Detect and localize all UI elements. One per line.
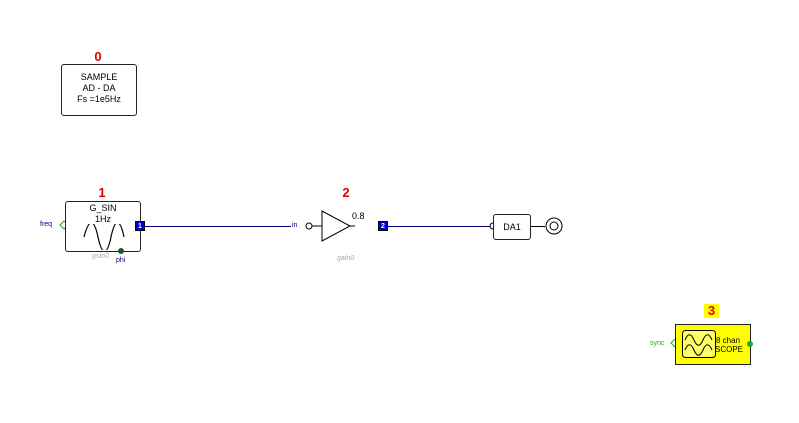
sample-line3: Fs =1e5Hz (77, 94, 121, 104)
sample-line2: AD - DA (82, 83, 116, 93)
da1-label: DA1 (503, 222, 521, 232)
scope-block[interactable]: 8 chan SCOPE (675, 324, 751, 365)
gsin-output-port[interactable]: 1 (135, 221, 145, 231)
scope-output-pin[interactable] (746, 340, 754, 348)
sample-block[interactable]: SAMPLE AD - DA Fs =1e5Hz (61, 64, 137, 116)
block-number-scope: 3 (704, 304, 719, 318)
gsin-line1: G_SIN (89, 203, 117, 213)
wire-gain-to-da[interactable] (388, 226, 492, 227)
sample-line1: SAMPLE (80, 72, 118, 82)
block-number-gain: 2 (342, 185, 350, 200)
gain-in-pin-label: in (292, 222, 298, 229)
scope-line2: SCOPE (715, 345, 744, 354)
wire-gsin-to-gain[interactable] (145, 226, 291, 227)
freq-pin-label: freq (40, 221, 53, 228)
block-number-sample: 0 (94, 49, 102, 64)
gain-value: 0.8 (352, 211, 365, 221)
gsin-instance-label: gsin0 (92, 253, 109, 260)
phi-pin-label: phi (116, 257, 126, 264)
scope-line1: 8 chan (716, 336, 741, 345)
phi-pin[interactable] (117, 247, 125, 255)
da1-block[interactable]: DA1 (493, 214, 531, 240)
gsin-block[interactable]: G_SIN 1Hz (65, 201, 141, 252)
gsin-line2: 1Hz (94, 214, 111, 224)
gain-output-port[interactable]: 2 (378, 221, 388, 231)
gain-instance-label: gain0 (337, 255, 355, 262)
output-terminal-icon[interactable] (544, 216, 564, 236)
da-output-line (531, 226, 545, 227)
sync-pin-label: sync (650, 340, 665, 347)
block-number-gsin: 1 (98, 185, 106, 200)
gain-block[interactable] (303, 210, 355, 244)
scope-waves-icon (682, 330, 716, 358)
